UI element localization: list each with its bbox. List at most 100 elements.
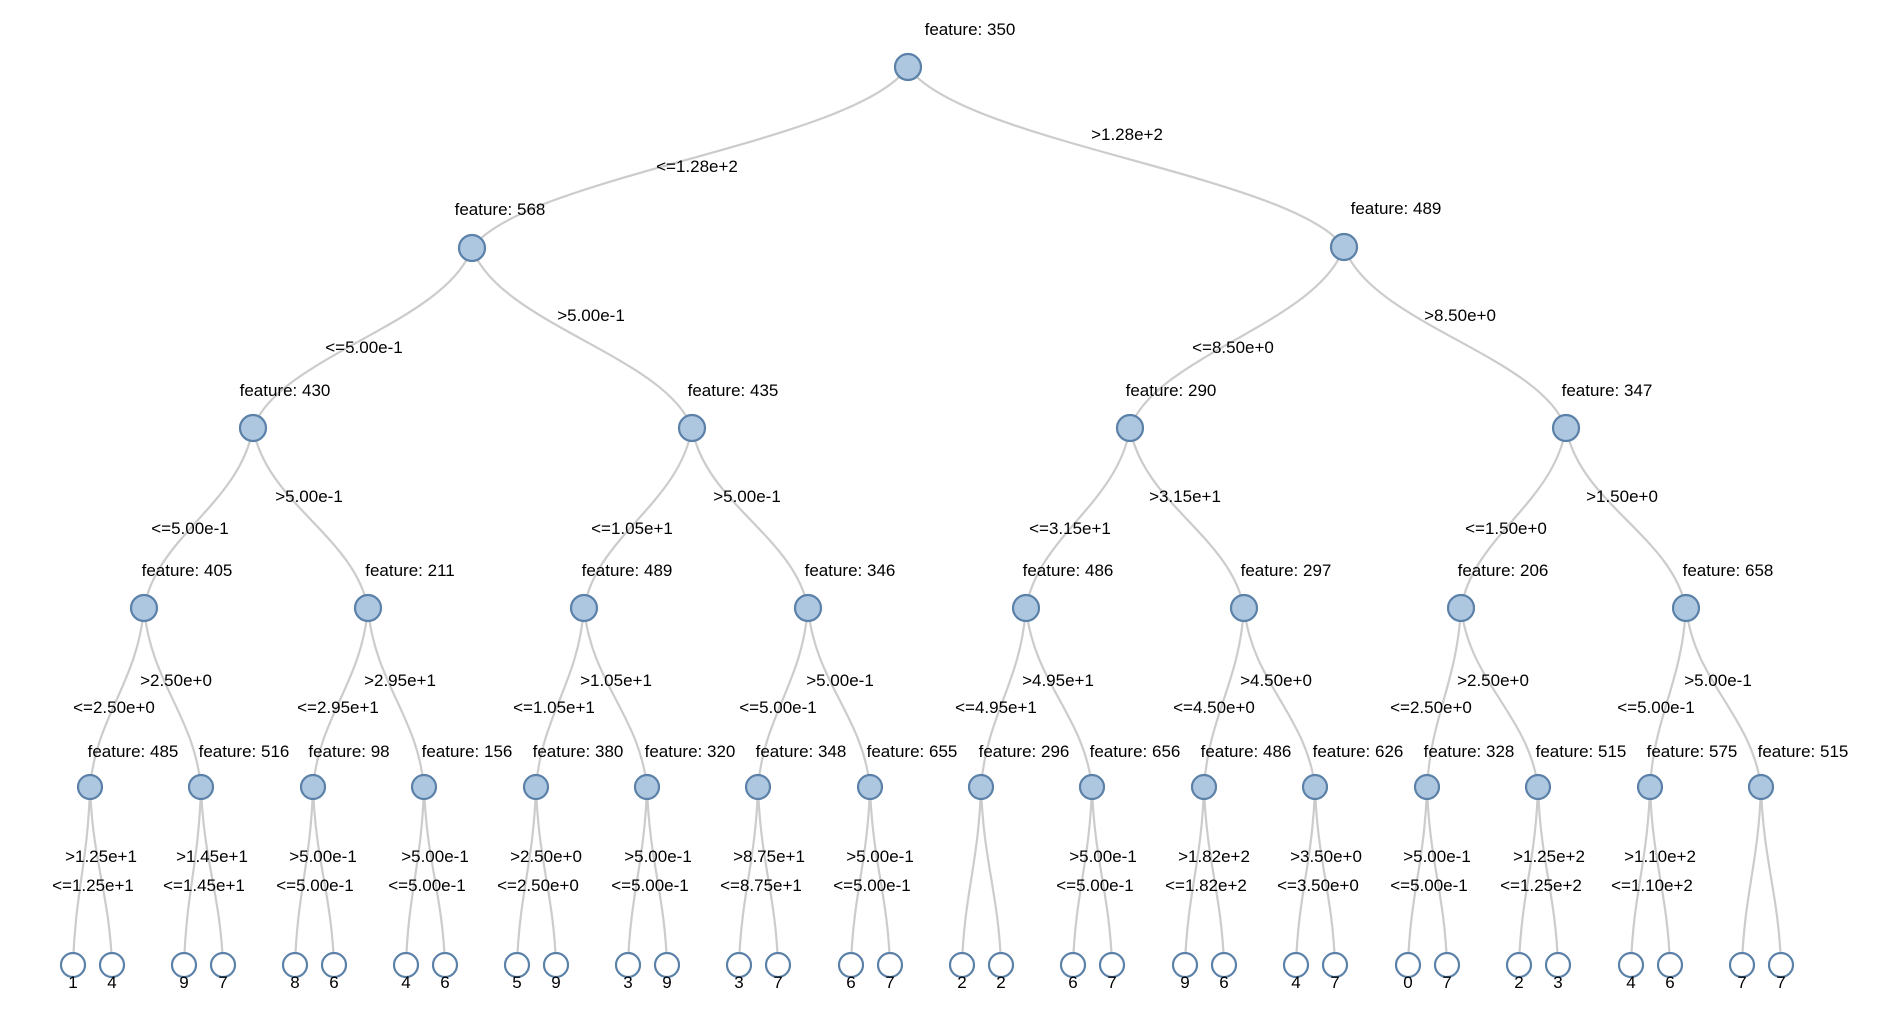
tree-edge [251, 426, 370, 610]
tree-edge [806, 606, 872, 789]
tree-node-leaf[interactable] [1544, 951, 1572, 979]
tree-node-internal[interactable] [457, 233, 487, 263]
tree-edge-label: <=1.28e+2 [656, 157, 738, 176]
tree-node-internal[interactable] [76, 773, 104, 801]
tree-node-internal[interactable] [1551, 413, 1581, 443]
tree-node-internal[interactable] [238, 413, 268, 443]
tree-node-leaf[interactable] [503, 951, 531, 979]
tree-node-leaf[interactable] [1767, 951, 1795, 979]
tree-edge [1648, 606, 1688, 789]
tree-leaf-label: 2 [1514, 973, 1523, 992]
tree-edge [645, 785, 669, 967]
tree-node-internal[interactable] [893, 52, 923, 82]
tree-node-leaf[interactable] [320, 951, 348, 979]
tree-edge [88, 785, 114, 967]
tree-node-leaf[interactable] [837, 951, 865, 979]
tree-node-internal[interactable] [1229, 593, 1259, 623]
tree-node-leaf[interactable] [1505, 951, 1533, 979]
tree-node-leaf[interactable] [431, 951, 459, 979]
tree-node-leaf[interactable] [542, 951, 570, 979]
tree-node-internal[interactable] [410, 773, 438, 801]
tree-node-leaf[interactable] [1394, 951, 1422, 979]
tree-node-label: feature: 297 [1241, 561, 1332, 580]
tree-leaf-label: 2 [996, 973, 1005, 992]
tree-node-leaf[interactable] [1321, 951, 1349, 979]
tree-node-leaf[interactable] [1656, 951, 1684, 979]
tree-node-internal[interactable] [1671, 593, 1701, 623]
tree-node-leaf[interactable] [170, 951, 198, 979]
tree-node-leaf[interactable] [725, 951, 753, 979]
tree-node-internal[interactable] [1329, 232, 1359, 262]
tree-node-leaf[interactable] [98, 951, 126, 979]
tree-edge-label: >5.00e-1 [713, 487, 781, 506]
tree-node-leaf[interactable] [764, 951, 792, 979]
tree-edge [1425, 785, 1449, 967]
tree-leaf-label: 4 [107, 973, 116, 992]
tree-node-internal[interactable] [793, 593, 823, 623]
tree-node-internal[interactable] [1747, 773, 1775, 801]
tree-node-internal[interactable] [1078, 773, 1106, 801]
tree-edge-label: <=2.50e+0 [73, 698, 155, 717]
tree-node-internal[interactable] [129, 593, 159, 623]
tree-node-leaf[interactable] [209, 951, 237, 979]
tree-node-internal[interactable] [569, 593, 599, 623]
tree-node-leaf[interactable] [1728, 951, 1756, 979]
tree-node-internal[interactable] [1413, 773, 1441, 801]
tree-node-internal[interactable] [1636, 773, 1664, 801]
tree-edge-label: <=5.00e-1 [739, 698, 817, 717]
tree-edge [1294, 785, 1317, 967]
tree-node-internal[interactable] [856, 773, 884, 801]
tree-node-internal[interactable] [967, 773, 995, 801]
tree-edge [311, 785, 336, 967]
tree-edge-label: <=5.00e-1 [1390, 876, 1468, 895]
tree-edge [1242, 606, 1317, 789]
tree-node-leaf[interactable] [653, 951, 681, 979]
tree-leaf-label: 5 [512, 973, 521, 992]
tree-node-leaf[interactable] [1617, 951, 1645, 979]
tree-node-internal[interactable] [353, 593, 383, 623]
tree-node-internal[interactable] [677, 413, 707, 443]
tree-edge-label: >5.00e-1 [275, 487, 343, 506]
tree-leaf-label: 9 [662, 973, 671, 992]
tree-edge-label: >5.00e-1 [401, 847, 469, 866]
tree-node-internal[interactable] [1524, 773, 1552, 801]
tree-edge [366, 606, 426, 789]
tree-node-leaf[interactable] [876, 951, 904, 979]
tree-node-leaf[interactable] [1282, 951, 1310, 979]
tree-node-leaf[interactable] [614, 951, 642, 979]
tree-edge [470, 246, 694, 430]
tree-node-leaf[interactable] [1098, 951, 1126, 979]
tree-node-internal[interactable] [744, 773, 772, 801]
tree-leaf-label: 9 [551, 973, 560, 992]
tree-edge-label: <=1.05e+1 [513, 698, 595, 717]
tree-node-internal[interactable] [1011, 593, 1041, 623]
tree-node-internal[interactable] [299, 773, 327, 801]
tree-edge-label: <=5.00e-1 [1056, 876, 1134, 895]
tree-node-internal[interactable] [1301, 773, 1329, 801]
tree-node-internal[interactable] [522, 773, 550, 801]
tree-leaf-label: 9 [179, 973, 188, 992]
tree-edge-label: <=2.50e+0 [1390, 698, 1472, 717]
tree-edge [1202, 785, 1226, 967]
tree-node-leaf[interactable] [1171, 951, 1199, 979]
tree-node-leaf[interactable] [281, 951, 309, 979]
tree-edge-label: >2.95e+1 [364, 671, 436, 690]
tree-node-internal[interactable] [633, 773, 661, 801]
tree-edge [534, 606, 586, 789]
tree-node-label: feature: 655 [867, 742, 958, 761]
tree-node-leaf[interactable] [1210, 951, 1238, 979]
tree-edge [88, 606, 146, 789]
tree-edge-label: >1.05e+1 [580, 671, 652, 690]
tree-node-leaf[interactable] [59, 951, 87, 979]
tree-node-leaf[interactable] [987, 951, 1015, 979]
tree-node-leaf[interactable] [948, 951, 976, 979]
tree-edge [1024, 606, 1094, 789]
tree-node-internal[interactable] [187, 773, 215, 801]
tree-node-internal[interactable] [1190, 773, 1218, 801]
tree-node-leaf[interactable] [1433, 951, 1461, 979]
tree-node-internal[interactable] [1446, 593, 1476, 623]
tree-node-internal[interactable] [1115, 413, 1145, 443]
tree-node-leaf[interactable] [392, 951, 420, 979]
tree-node-leaf[interactable] [1059, 951, 1087, 979]
